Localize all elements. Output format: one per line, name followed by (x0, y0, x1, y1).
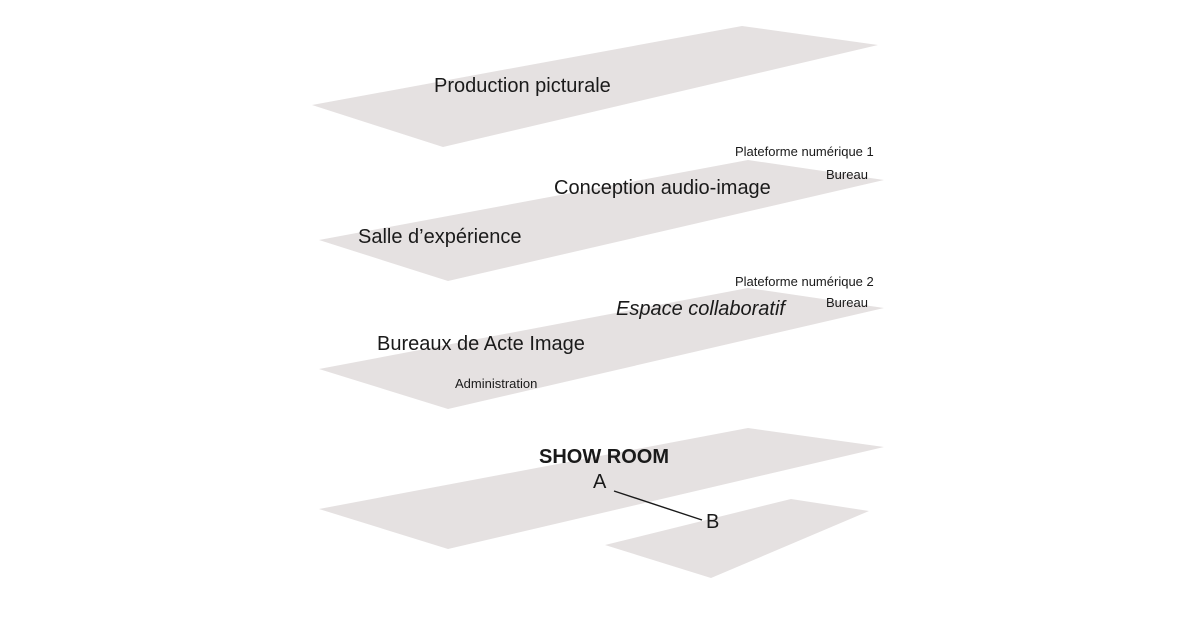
level-1-floor: SHOW ROOM A B (319, 428, 884, 578)
label-conception-audio-image: Conception audio-image (554, 177, 771, 199)
floor-slab-production (312, 26, 878, 147)
label-plateforme-numerique-2: Plateforme numérique 2 (735, 274, 874, 289)
label-show-room: SHOW ROOM (539, 446, 669, 468)
floor-slab-level-3 (319, 160, 884, 281)
floor-slab-show-room (319, 428, 884, 549)
label-bureau-2: Bureau (826, 295, 868, 310)
label-espace-collaboratif: Espace collaboratif (616, 298, 787, 320)
label-bureaux-acte-image: Bureaux de Acte Image (377, 333, 585, 355)
floor-slab-show-room-annex (605, 499, 869, 578)
connector-a-b (613, 490, 703, 521)
label-plateforme-numerique-1: Plateforme numérique 1 (735, 144, 874, 159)
label-bureau-1: Bureau (826, 167, 868, 182)
level-3-floor: Plateforme numérique 1 Bureau Conception… (319, 144, 884, 281)
label-point-b: B (706, 511, 719, 533)
label-production-picturale: Production picturale (434, 75, 611, 97)
label-administration: Administration (455, 376, 537, 391)
level-4-floor: Production picturale (312, 26, 878, 147)
label-point-a: A (593, 471, 607, 493)
floor-slab-level-2 (319, 288, 884, 409)
label-salle-experience: Salle d’expérience (358, 226, 521, 248)
level-2-floor: Plateforme numérique 2 Bureau Espace col… (319, 274, 884, 409)
